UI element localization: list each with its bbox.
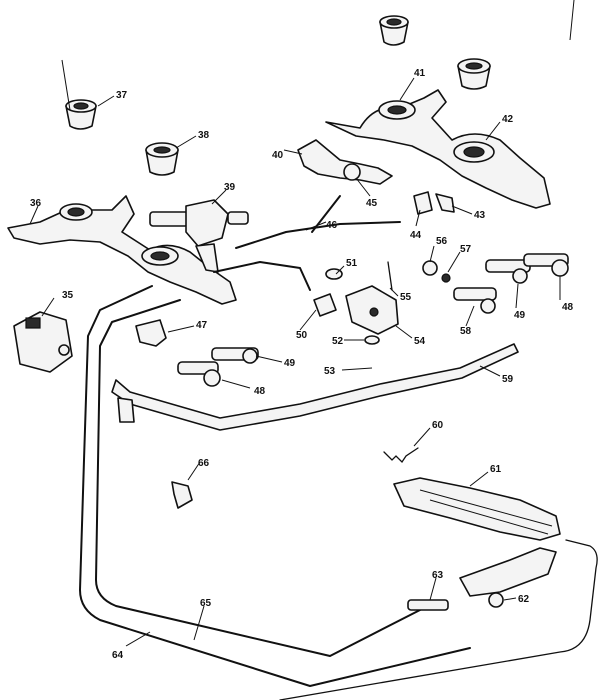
valve-left-48 <box>177 361 221 387</box>
fitting-43-44 <box>413 191 455 215</box>
oven-pipe-62 <box>459 547 557 608</box>
callout-50: 50 <box>296 330 308 341</box>
burner-cap-37 <box>65 99 97 130</box>
valve-58 <box>453 287 497 314</box>
callout-54: 54 <box>414 336 426 347</box>
callout-44: 44 <box>410 230 422 241</box>
callout-48-right: 48 <box>562 302 574 313</box>
callout-59: 59 <box>502 374 514 385</box>
callout-48-left: 48 <box>254 386 266 397</box>
orifice-57 <box>441 273 451 283</box>
burner-cap-38 <box>145 142 179 176</box>
fitting-50 <box>313 293 337 317</box>
bracket-47 <box>135 319 167 347</box>
callout-64: 64 <box>112 650 124 661</box>
callout-66: 66 <box>198 458 210 469</box>
callout-36: 36 <box>30 198 42 209</box>
callout-39: 39 <box>224 182 236 193</box>
callout-62: 62 <box>518 594 530 605</box>
supply-tubes <box>79 195 598 700</box>
safety-valve-54 <box>345 285 399 335</box>
center-valve-39 <box>149 199 249 273</box>
clip-66 <box>171 481 193 509</box>
callout-63: 63 <box>432 570 444 581</box>
burner-cap-upper-right <box>457 58 491 90</box>
callout-47: 47 <box>196 320 208 331</box>
callout-38: 38 <box>198 130 210 141</box>
valve-right-48 <box>523 253 569 277</box>
callout-49-left: 49 <box>284 358 296 369</box>
burner-cap-top-right <box>379 15 409 46</box>
callout-60: 60 <box>432 420 444 431</box>
scan-marks <box>61 0 575 111</box>
callout-52: 52 <box>332 336 344 347</box>
callout-37: 37 <box>116 90 128 101</box>
callout-51: 51 <box>346 258 358 269</box>
callout-46: 46 <box>326 220 338 231</box>
callout-35: 35 <box>62 290 74 301</box>
leader-lines <box>29 77 561 647</box>
oven-burner-61 <box>393 477 561 541</box>
callout-65: 65 <box>200 598 212 609</box>
pressure-regulator-35 <box>13 311 73 373</box>
valve-right-49 <box>485 259 531 284</box>
callout-49-right: 49 <box>514 310 526 321</box>
valve-left-49 <box>211 347 259 364</box>
cap-56 <box>422 260 438 276</box>
manifold-pipe-59 <box>111 343 519 431</box>
callout-57: 57 <box>460 244 472 255</box>
callout-55: 55 <box>400 292 412 303</box>
callout-41: 41 <box>414 68 426 79</box>
callout-61: 61 <box>490 464 502 475</box>
right-burner-assembly <box>325 89 551 209</box>
ring-52 <box>364 335 380 345</box>
igniter-63 <box>407 599 449 611</box>
callout-45-upper: 45 <box>366 198 378 209</box>
left-burner-assembly <box>7 195 237 305</box>
bracket-60 <box>383 447 419 464</box>
callout-40: 40 <box>272 150 284 161</box>
bracket-40-45 <box>297 139 393 185</box>
callout-43: 43 <box>474 210 486 221</box>
callout-56: 56 <box>436 236 448 247</box>
callout-58: 58 <box>460 326 472 337</box>
screw-55 <box>387 261 393 291</box>
callout-labels: 37 38 36 35 39 40 41 42 43 44 45 46 47 4… <box>30 68 574 661</box>
callout-42: 42 <box>502 114 514 125</box>
callout-53: 53 <box>324 366 336 377</box>
